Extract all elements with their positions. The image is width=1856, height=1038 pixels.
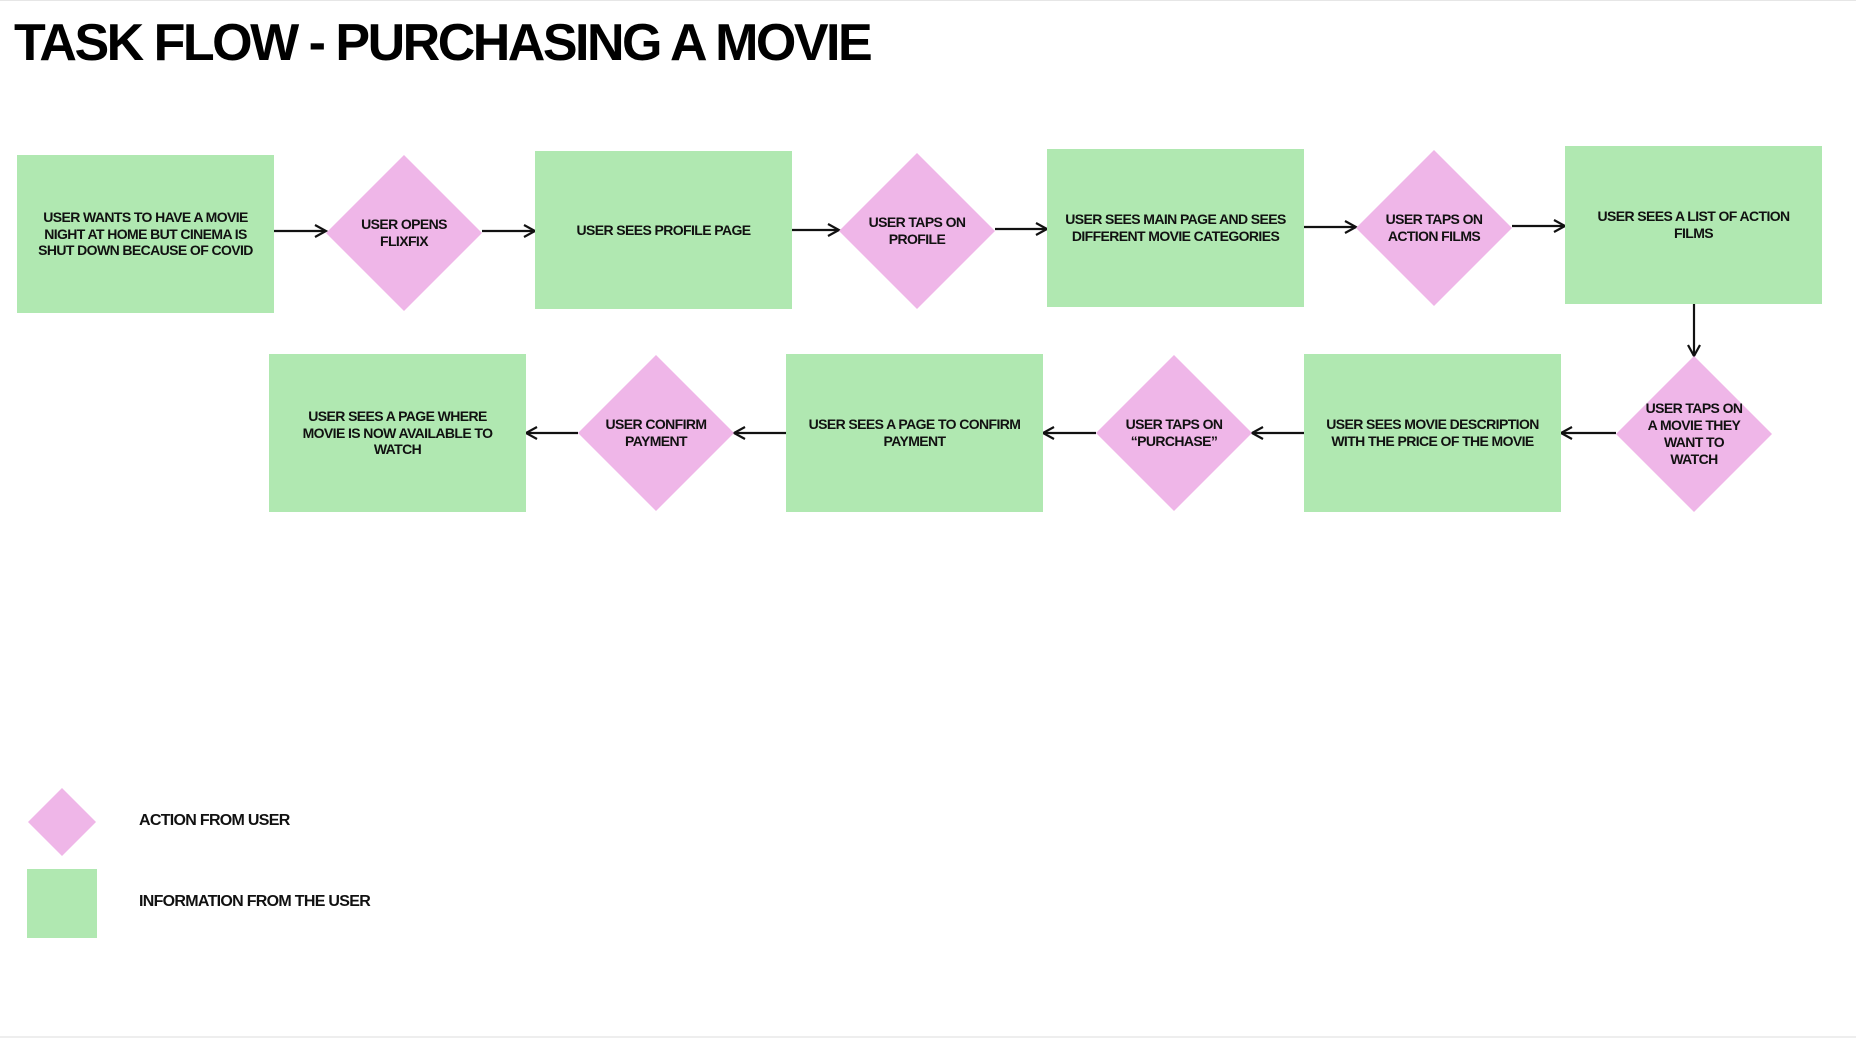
legend-information-label: INFORMATION FROM THE USER	[139, 893, 371, 910]
flow-node-n4: USER TAPS ON PROFILE	[839, 153, 995, 309]
bottom-divider	[0, 1036, 1856, 1038]
flow-node-n12: USER CONFIRM PAYMENT	[578, 355, 734, 511]
flow-node-n11: USER SEES A PAGE TO CONFIRM PAYMENT	[786, 354, 1043, 512]
flow-node-n10: USER TAPS ON “PURCHASE”	[1096, 355, 1252, 511]
page-title: TASK FLOW - PURCHASING A MOVIE	[14, 14, 873, 72]
flow-node-n8: USER TAPS ON A MOVIE THEY WANT TO WATCH	[1616, 356, 1772, 512]
flow-node-n5: USER SEES MAIN PAGE AND SEES DIFFERENT M…	[1047, 149, 1304, 307]
flow-node-n1: USER WANTS TO HAVE A MOVIE NIGHT AT HOME…	[17, 155, 274, 313]
flow-node-n7: USER SEES A LIST OF ACTION FILMS	[1565, 146, 1822, 304]
legend-action-label: ACTION FROM USER	[139, 812, 290, 829]
legend-information-square	[27, 869, 97, 938]
flow-node-n3: USER SEES PROFILE PAGE	[535, 151, 792, 309]
top-divider	[0, 0, 1856, 1]
flow-node-n6: USER TAPS ON ACTION FILMS	[1356, 150, 1512, 306]
flow-node-n2: USER OPENS FLIXFIX	[326, 155, 482, 311]
flow-node-n9: USER SEES MOVIE DESCRIPTION WITH THE PRI…	[1304, 354, 1561, 512]
legend-action-diamond	[28, 788, 96, 856]
flow-node-n13: USER SEES A PAGE WHERE MOVIE IS NOW AVAI…	[269, 354, 526, 512]
